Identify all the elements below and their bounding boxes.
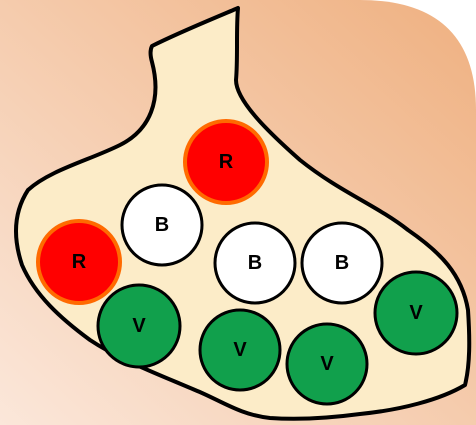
ball-green-1: V	[98, 285, 180, 367]
ball-red-2: R	[38, 221, 120, 303]
ball-red-1-label: R	[219, 151, 234, 173]
ball-green-1-label: V	[132, 315, 146, 337]
ball-white-3: B	[302, 223, 382, 303]
ball-red-1: R	[185, 121, 267, 203]
ball-white-2-label: B	[248, 252, 262, 274]
ball-green-4-label: V	[409, 302, 423, 324]
ball-green-4: V	[375, 272, 457, 354]
ball-white-1: B	[122, 185, 202, 265]
ball-white-3-label: B	[335, 252, 349, 274]
ball-white-1-label: B	[155, 214, 169, 236]
ball-white-2: B	[215, 223, 295, 303]
ball-green-2-label: V	[233, 339, 247, 361]
ball-red-2-label: R	[72, 251, 87, 273]
ball-green-2: V	[200, 310, 280, 390]
ball-green-3-label: V	[320, 353, 334, 375]
ball-green-3: V	[287, 324, 367, 404]
